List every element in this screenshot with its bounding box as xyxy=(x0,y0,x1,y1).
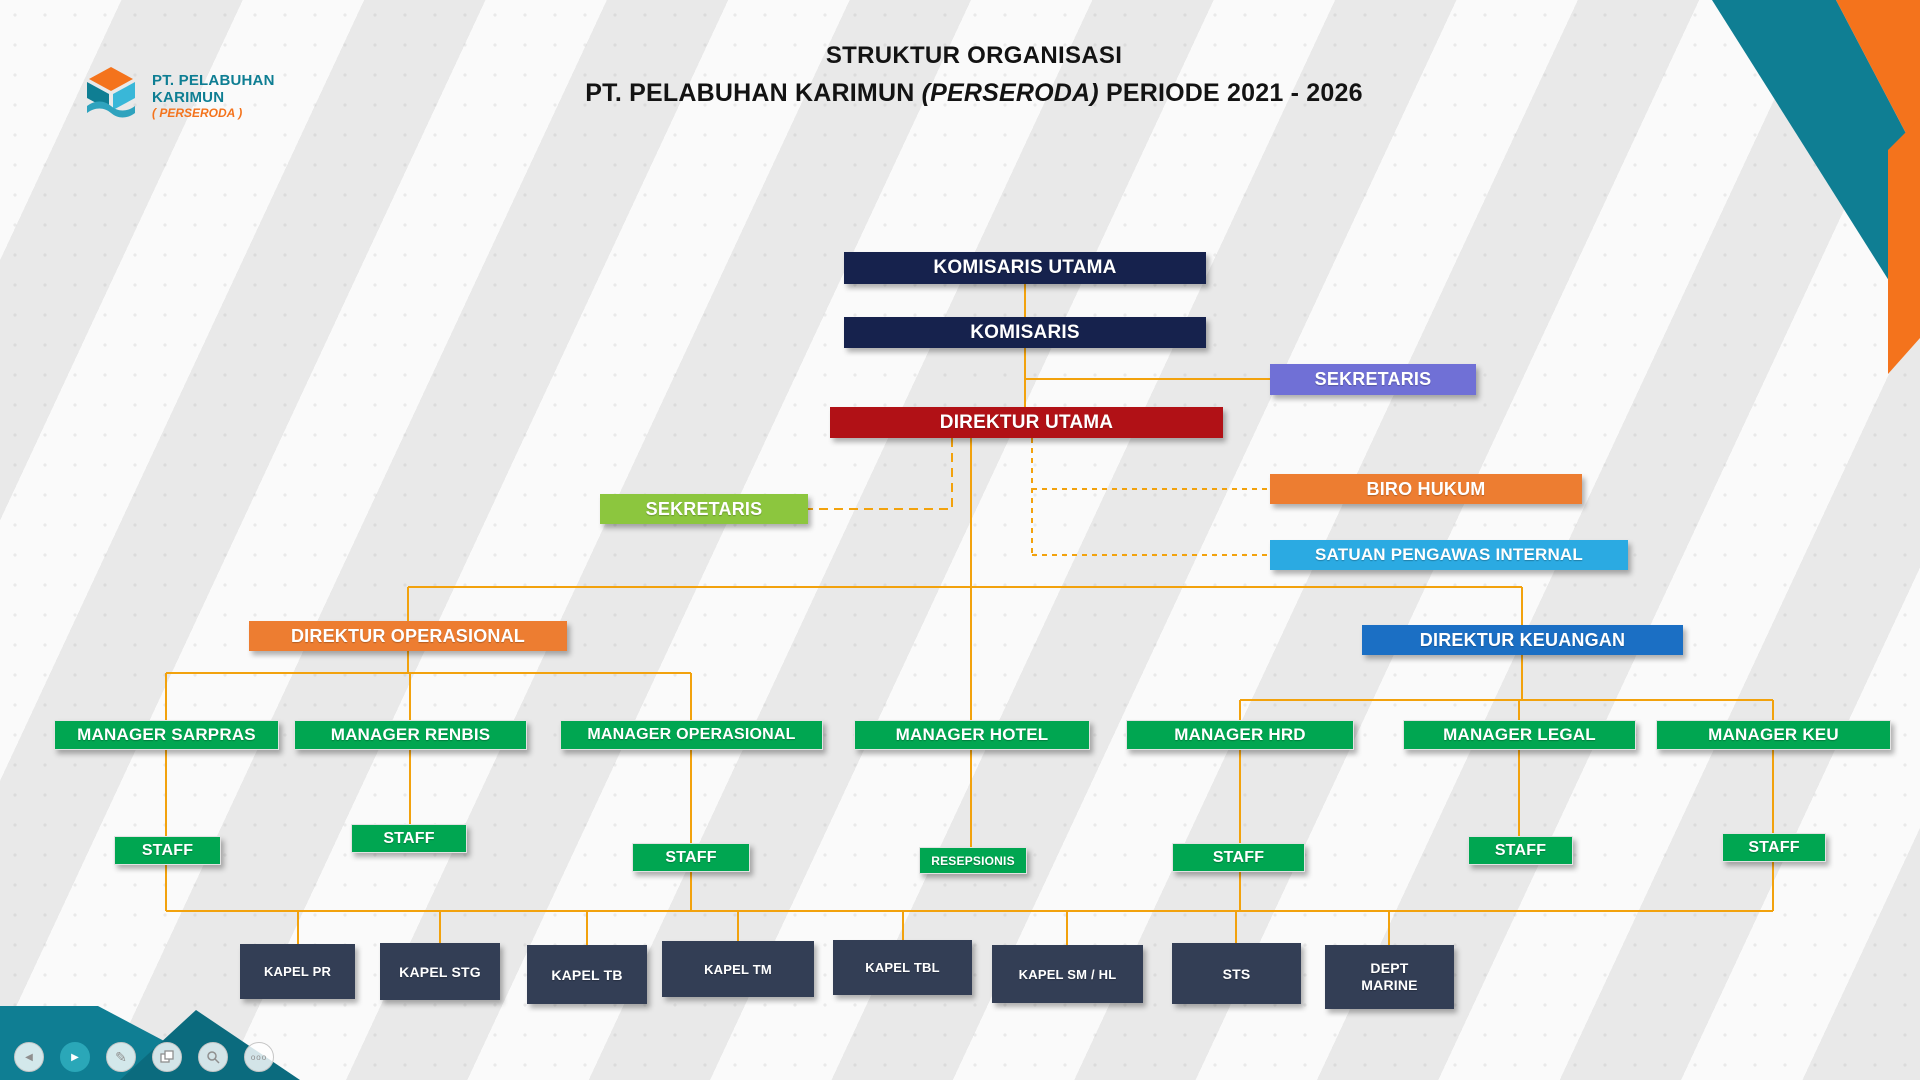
org-node-manager-hotel: MANAGER HOTEL xyxy=(854,720,1090,750)
org-node-sekretaris-komisaris: SEKRETARIS xyxy=(1270,364,1476,395)
org-node-staff-sarpras: STAFF xyxy=(114,836,221,865)
logo-text-line1: PT. PELABUHAN xyxy=(152,72,275,90)
forward-arrow-icon: ▶ xyxy=(71,1051,79,1063)
org-node-komisaris-utama: KOMISARIS UTAMA xyxy=(844,252,1206,284)
org-node-komisaris: KOMISARIS xyxy=(844,317,1206,348)
viewer-toolbar: ◀ ▶ ✎ ooo xyxy=(14,1042,274,1072)
org-node-staff-hrd: STAFF xyxy=(1172,843,1305,872)
orange-corner-shape xyxy=(1836,0,1920,160)
pen-tool-button[interactable]: ✎ xyxy=(106,1042,136,1072)
org-node-kapel-tm: KAPEL TM xyxy=(662,941,814,997)
org-node-kapel-stg: KAPEL STG xyxy=(380,943,500,1000)
org-node-sekretaris-direksi: SEKRETARIS xyxy=(600,494,808,524)
dept-marine-line2: MARINE xyxy=(1361,977,1418,993)
dashed-connectors-advisory xyxy=(1031,438,1270,556)
org-node-direktur-utama: DIREKTUR UTAMA xyxy=(830,407,1223,438)
org-node-staff-renbis: STAFF xyxy=(351,824,467,853)
org-node-kapel-tbl: KAPEL TBL xyxy=(833,940,972,995)
org-node-staff-operasional: STAFF xyxy=(632,843,750,872)
magnifier-icon xyxy=(207,1051,220,1064)
page-title-line2-before: PT. PELABUHAN KARIMUN xyxy=(585,79,922,107)
next-slide-button[interactable]: ▶ xyxy=(60,1042,90,1072)
org-node-resepsionis: RESEPSIONIS xyxy=(919,847,1027,874)
org-node-sts: STS xyxy=(1172,943,1301,1004)
back-arrow-icon: ◀ xyxy=(25,1051,33,1063)
org-node-kapel-pr: KAPEL PR xyxy=(240,944,355,999)
logo-text-line2: KARIMUN xyxy=(152,89,225,107)
org-node-manager-hrd: MANAGER HRD xyxy=(1126,720,1354,750)
org-node-kapel-tb: KAPEL TB xyxy=(527,945,647,1004)
zoom-button[interactable] xyxy=(198,1042,228,1072)
org-node-dept-marine: DEPT MARINE xyxy=(1325,945,1454,1009)
teal-corner-shape xyxy=(1712,0,1920,330)
org-node-direktur-keuangan: DIREKTUR KEUANGAN xyxy=(1362,625,1683,655)
orange-edge-shape xyxy=(1888,118,1920,374)
company-logo-icon xyxy=(87,67,135,118)
org-node-satuan-pengawas-internal: SATUAN PENGAWAS INTERNAL xyxy=(1270,540,1628,570)
more-options-button[interactable]: ooo xyxy=(244,1042,274,1072)
org-node-manager-operasional: MANAGER OPERASIONAL xyxy=(560,720,823,750)
org-node-manager-legal: MANAGER LEGAL xyxy=(1403,720,1636,750)
pen-icon: ✎ xyxy=(115,1048,127,1065)
page-title-line2: PT. PELABUHAN KARIMUN (PERSERODA) PERIOD… xyxy=(28,79,1920,108)
company-logo: PT. PELABUHAN KARIMUN ( PERSERODA ) xyxy=(80,66,275,128)
org-node-biro-hukum: BIRO HUKUM xyxy=(1270,474,1582,504)
logo-text-line3: ( PERSERODA ) xyxy=(152,106,243,121)
dashed-connector-sekretaris xyxy=(808,438,953,510)
page-title-line1: STRUKTUR ORGANISASI xyxy=(825,42,1123,69)
dept-marine-line1: DEPT xyxy=(1370,960,1409,977)
page-title-line2-after: PERIODE 2021 - 2026 xyxy=(1098,79,1363,107)
slides-overview-button[interactable] xyxy=(152,1042,182,1072)
org-node-kapel-sm-hl: KAPEL SM / HL xyxy=(992,945,1143,1003)
slides-icon xyxy=(160,1050,174,1063)
ellipsis-icon: ooo xyxy=(250,1052,268,1062)
org-node-manager-renbis: MANAGER RENBIS xyxy=(294,720,527,750)
org-node-manager-keu: MANAGER KEU xyxy=(1656,720,1891,750)
previous-slide-button[interactable]: ◀ xyxy=(14,1042,44,1072)
org-node-staff-legal: STAFF xyxy=(1468,836,1573,865)
page-title-line2-italic: (PERSERODA) xyxy=(921,79,1099,107)
org-node-staff-keu: STAFF xyxy=(1722,833,1826,862)
org-node-direktur-operasional: DIREKTUR OPERASIONAL xyxy=(249,621,567,651)
org-node-manager-sarpras: MANAGER SARPRAS xyxy=(54,720,279,750)
solid-connectors xyxy=(165,284,1774,945)
page-title: STRUKTUR ORGANISASI PT. PELABUHAN KARIMU… xyxy=(28,42,1920,108)
